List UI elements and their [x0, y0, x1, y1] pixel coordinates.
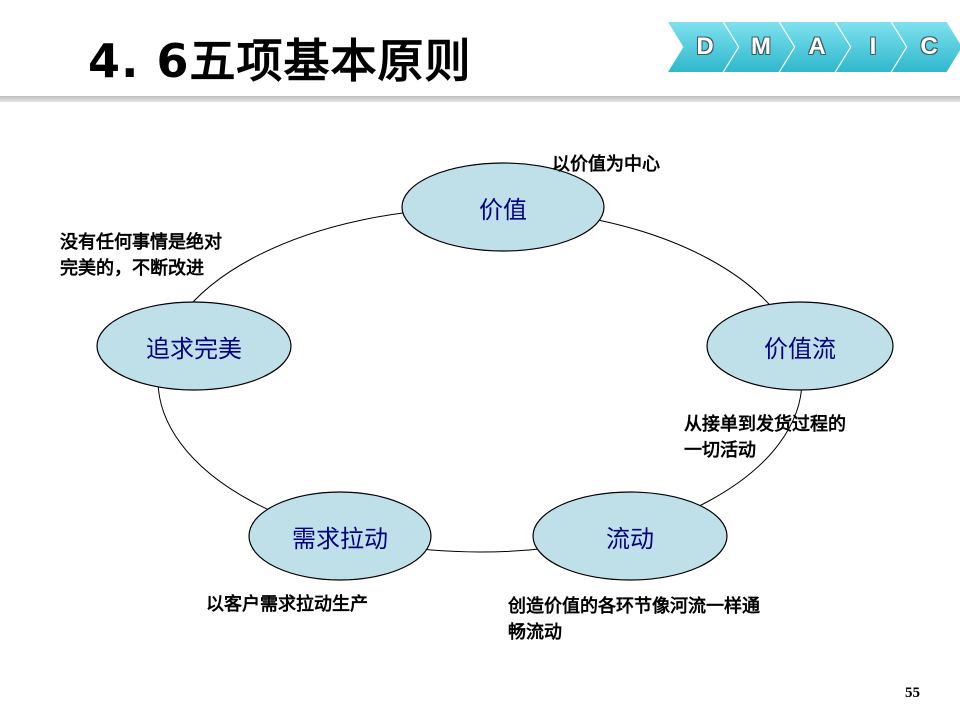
note-flow-line-1: 创造价值的各环节像河流一样通 [508, 596, 760, 617]
note-perfection-line-1: 没有任何事情是绝对 [60, 232, 222, 253]
note-value-line-1: 以价值为中心 [552, 154, 660, 175]
note-pull: 以客户需求拉动生产 [206, 592, 368, 618]
note-value-stream: 从接单到发货过程的 一切活动 [684, 412, 846, 464]
note-perfection: 没有任何事情是绝对 完美的，不断改进 [60, 230, 222, 282]
note-value: 以价值为中心 [552, 152, 660, 178]
note-flow-line-2: 畅流动 [508, 622, 562, 643]
note-flow: 创造价值的各环节像河流一样通 畅流动 [508, 594, 760, 646]
note-perfection-line-2: 完美的，不断改进 [60, 258, 204, 279]
node-flow-label: 流动 [606, 524, 654, 553]
node-perfection-label: 追求完美 [146, 334, 242, 363]
node-pull-label: 需求拉动 [292, 524, 388, 553]
node-value-label: 价值 [479, 195, 527, 224]
node-value-stream-label: 价值流 [764, 334, 836, 363]
node-value-shape [401, 162, 605, 252]
note-value-stream-line-2: 一切活动 [684, 440, 756, 461]
node-perfection-shape [96, 301, 292, 391]
note-pull-line-1: 以客户需求拉动生产 [206, 594, 368, 615]
page-number: 55 [905, 685, 920, 701]
slide-title: 4. 6五项基本原则 [88, 34, 472, 88]
node-value-stream-shape [706, 301, 894, 391]
node-flow-shape [532, 491, 728, 581]
node-pull-shape [248, 491, 432, 581]
note-value-stream-line-1: 从接单到发货过程的 [684, 414, 846, 435]
header-rule [0, 96, 960, 102]
